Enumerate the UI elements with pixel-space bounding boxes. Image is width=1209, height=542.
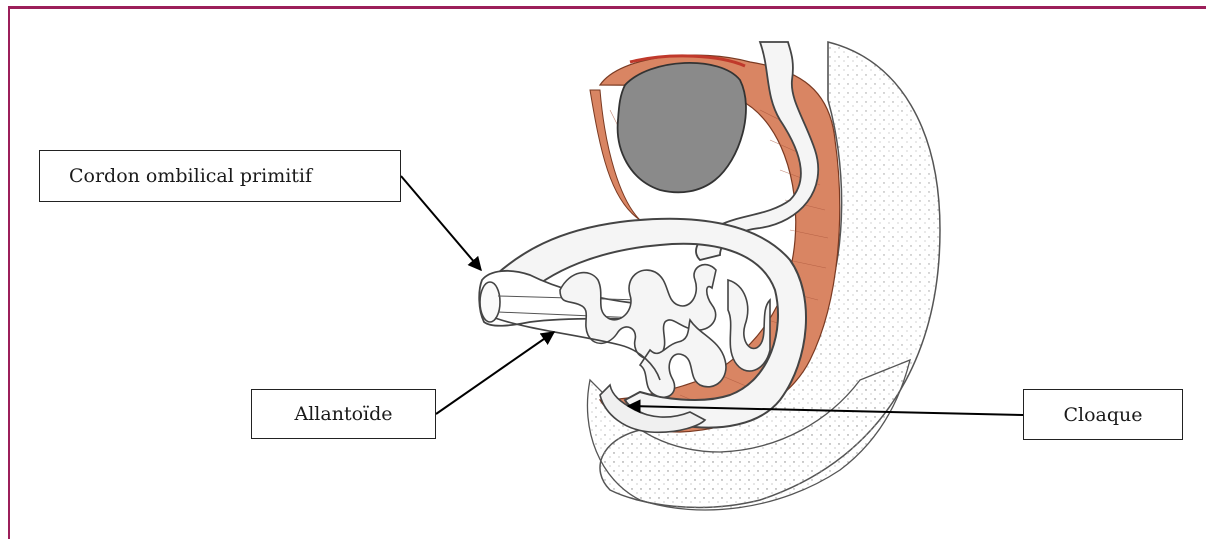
label-cordon-text: Cordon ombilical primitif — [69, 165, 312, 187]
arrow-allantoide — [436, 332, 554, 414]
label-cordon-ombilical: Cordon ombilical primitif — [39, 150, 401, 202]
label-cloaque: Cloaque — [1023, 389, 1183, 440]
label-cloaque-text: Cloaque — [1063, 404, 1142, 426]
arrow-cordon — [401, 176, 481, 270]
dark-cavity — [618, 63, 746, 192]
label-allantoide-text: Allantoïde — [295, 403, 393, 425]
label-allantoide: Allantoïde — [251, 389, 436, 439]
